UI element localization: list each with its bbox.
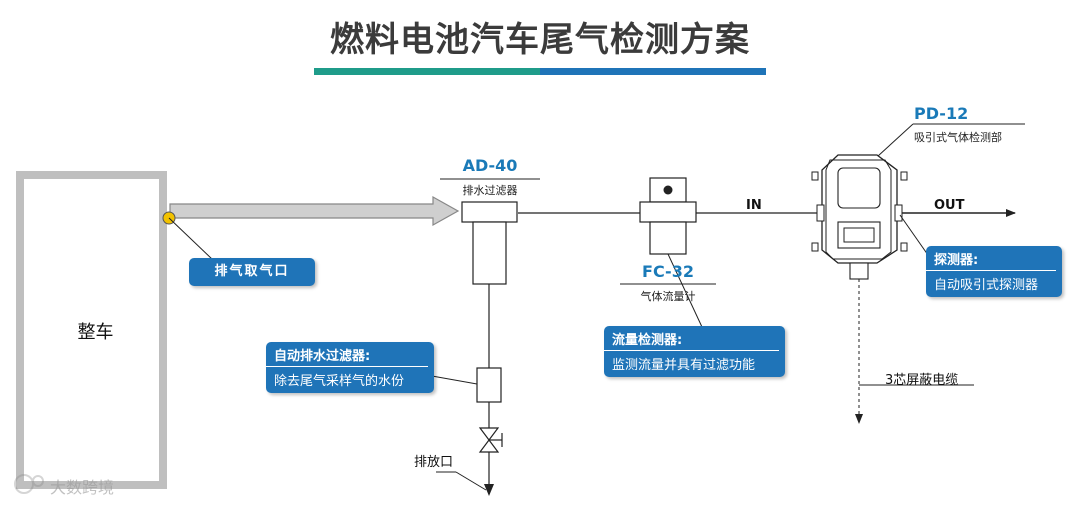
detector-name: 吸引式气体检测部 — [914, 131, 1002, 144]
filter-ad40 — [431, 178, 540, 496]
probe-title: 探测器: — [926, 246, 1056, 271]
in-label: IN — [746, 198, 762, 213]
out-label: OUT — [934, 198, 965, 213]
flow-detector-desc: 监测流量并具有过滤功能 — [612, 358, 756, 373]
sampling-arrow — [169, 195, 460, 227]
outlet-label: 排放口 — [414, 455, 454, 470]
title-underline — [314, 68, 766, 75]
auto-drain-desc: 除去尾气采样气的水份 — [274, 374, 405, 389]
flowmeter-name: 气体流量计 — [640, 290, 696, 303]
sampling-port-callout: 排气取气口 — [189, 258, 315, 286]
auto-drain-title: 自动排水过滤器: — [266, 342, 428, 367]
filter-model: AD-40 — [462, 156, 518, 175]
sampling-port-leader — [168, 217, 214, 261]
cable-label: 3芯屏蔽电缆 — [885, 373, 959, 388]
flow-detector-title: 流量检测器: — [604, 326, 779, 351]
detector-model: PD-12 — [914, 104, 969, 123]
flow-detector-callout: 流量检测器: 监测流量并具有过滤功能 — [604, 326, 785, 377]
probe-callout: 探测器: 自动吸引式探测器 — [926, 246, 1062, 297]
sampling-port-label: 排气取气口 — [214, 264, 290, 279]
detector-pd12 — [811, 123, 1025, 424]
diagram-title: 燃料电池汽车尾气检测方案 — [330, 20, 750, 60]
fc32-leader — [667, 253, 703, 328]
vehicle-body — [16, 171, 167, 489]
watermark-text: 大数跨境 — [50, 478, 115, 497]
probe-desc: 自动吸引式探测器 — [934, 278, 1039, 293]
auto-drain-callout: 自动排水过滤器: 除去尾气采样气的水份 — [266, 342, 434, 393]
flowmeter-model: FC-32 — [642, 262, 694, 281]
flowmeter-fc32 — [620, 177, 716, 285]
watermark-logo — [14, 474, 44, 494]
filter-name: 排水过滤器 — [462, 184, 518, 197]
vehicle-label: 整车 — [77, 322, 114, 343]
